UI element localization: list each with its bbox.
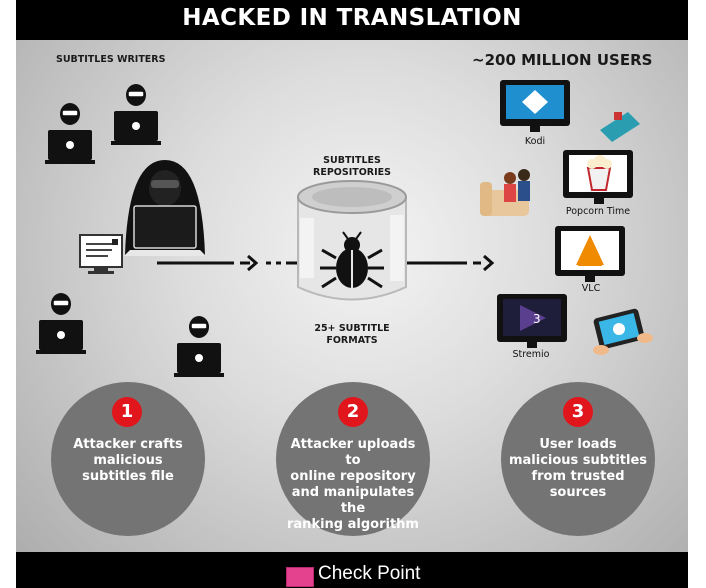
writer-icon — [35, 292, 87, 355]
writer-icon — [110, 83, 162, 146]
step-2-line: online repository — [290, 469, 416, 484]
step-text-3: User loads malicious subtitles from trus… — [506, 437, 650, 501]
svg-text:3: 3 — [533, 312, 541, 326]
step-3-line: User loads — [539, 437, 617, 452]
step-1-line: subtitles file — [82, 469, 174, 484]
step-1-line: Attacker crafts — [73, 437, 183, 452]
tv-icon — [563, 150, 633, 204]
repositories-label: SUBTITLES REPOSITORIES — [302, 155, 402, 179]
step-text-1: Attacker crafts malicious subtitles file — [56, 437, 200, 485]
tv-icon: 3 — [497, 294, 567, 348]
page-title: HACKED IN TRANSLATION — [182, 5, 522, 31]
tv-icon — [555, 226, 625, 282]
hacker-icon — [124, 160, 206, 256]
bug-icon — [320, 231, 384, 289]
step-2-line: Attacker uploads to — [290, 437, 416, 468]
writer-icon — [44, 102, 96, 165]
repositories-label-line2: REPOSITORIES — [313, 167, 391, 178]
writers-label: SUBTITLES WRITERS — [56, 54, 166, 65]
tv-icon — [500, 80, 570, 132]
formats-label: 25+ SUBTITLE FORMATS — [302, 323, 402, 347]
footer-brand: Check Point — [318, 563, 421, 584]
player-label-kodi: Kodi — [524, 136, 546, 147]
player-label-stremio: Stremio — [512, 349, 550, 360]
couch-icon — [600, 112, 640, 142]
check-point-logo-icon — [286, 567, 314, 587]
step-3-line: sources — [549, 485, 607, 500]
step-2-line: and manipulates the — [291, 485, 415, 516]
tablet-icon — [593, 308, 653, 355]
step-text-2: Attacker uploads to online repository an… — [281, 437, 425, 533]
player-label-popcorn-time: Popcorn Time — [565, 206, 631, 217]
step-3-line: malicious subtitles — [508, 453, 648, 468]
writer-icon — [173, 315, 225, 378]
title-bar: HACKED IN TRANSLATION — [16, 0, 688, 40]
repositories-label-line1: SUBTITLES — [323, 155, 381, 166]
formats-label-line2: FORMATS — [326, 335, 378, 346]
step-number-2: 2 — [338, 397, 368, 427]
step-2-line: ranking algorithm — [287, 517, 419, 532]
footer-bar — [16, 552, 688, 588]
step-1-line: malicious — [93, 453, 163, 468]
users-label: ~200 MILLION USERS — [472, 51, 653, 69]
step-number-1: 1 — [112, 397, 142, 427]
formats-label-line1: 25+ SUBTITLE — [314, 323, 390, 334]
couch-icon — [480, 169, 530, 216]
document-screen-icon — [79, 234, 123, 274]
step-number-3: 3 — [563, 397, 593, 427]
step-3-line: from trusted — [531, 469, 625, 484]
arrow-to-repository — [157, 254, 310, 272]
player-label-vlc: VLC — [581, 283, 601, 294]
